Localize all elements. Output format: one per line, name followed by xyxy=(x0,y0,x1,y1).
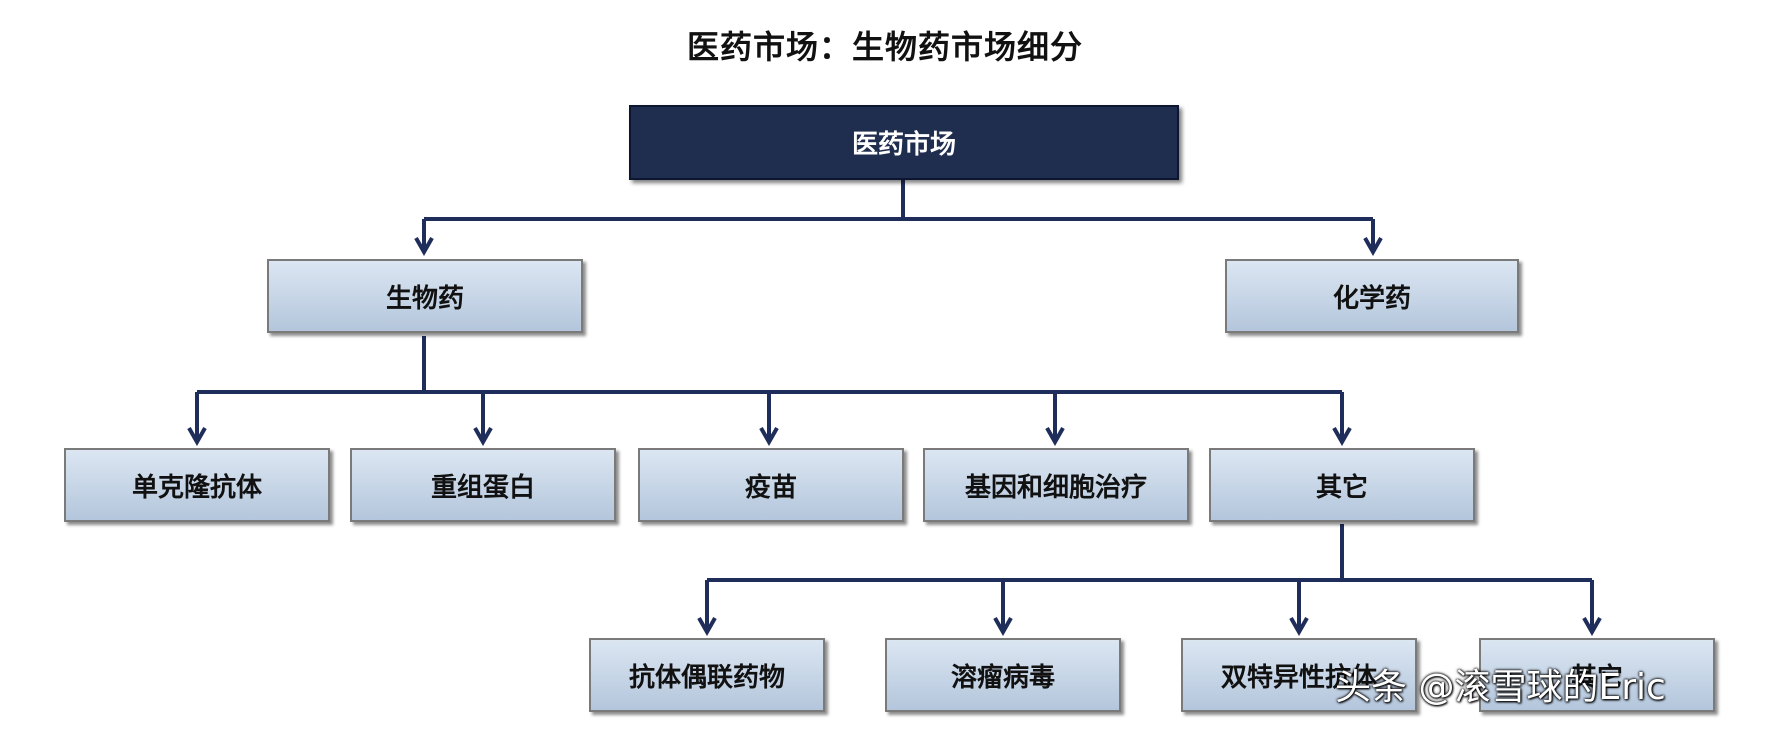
node-vaccine: 疫苗 xyxy=(638,448,904,522)
node-gene-cell-therapy: 基因和细胞治疗 xyxy=(923,448,1189,522)
node-other-2: 其它 xyxy=(1479,638,1715,712)
node-root: 医药市场 xyxy=(629,105,1179,180)
connector-root xyxy=(424,180,1373,221)
node-other: 其它 xyxy=(1209,448,1475,522)
node-monoclonal-antibody: 单克隆抗体 xyxy=(64,448,330,522)
watermark: 头条 @滚雪球的Eric xyxy=(1335,667,1666,708)
node-oncolytic-virus: 溶瘤病毒 xyxy=(885,638,1121,712)
node-bispecific-antibody: 双特异性抗体 xyxy=(1181,638,1417,712)
node-biologics: 生物药 xyxy=(267,259,583,333)
diagram-title: 医药市场：生物药市场细分 xyxy=(686,28,1083,66)
connector-other xyxy=(707,524,1592,582)
node-chemical-drugs: 化学药 xyxy=(1225,259,1519,333)
node-recombinant-protein: 重组蛋白 xyxy=(350,448,616,522)
connector-bio xyxy=(197,336,1342,394)
node-adc: 抗体偶联药物 xyxy=(589,638,825,712)
